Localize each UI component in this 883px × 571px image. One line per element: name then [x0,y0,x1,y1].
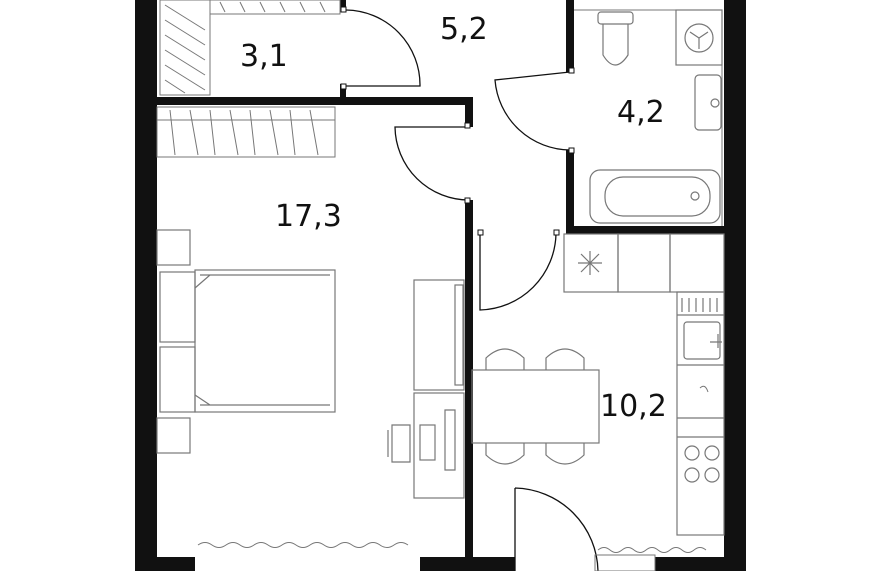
stove-icon [684,445,720,483]
bathroom-walls-inner [574,9,723,226]
washing-machine-icon [675,9,723,66]
bathroom-door[interactable] [494,71,571,151]
outer-walls [135,0,746,571]
bedroom-door[interactable] [394,126,470,201]
interior-walls [155,0,736,571]
dishwasher-icon [699,385,709,393]
dining-table-icon [471,348,600,465]
sink-icon [694,74,722,131]
closet-door[interactable] [345,9,421,87]
hob-icon [563,233,725,293]
wardrobe-icon [159,0,341,96]
room-area-bathroom: 4,2 [617,95,665,130]
bathtub-icon [589,169,721,224]
desk-chair-icon [387,392,465,499]
kitchen-sink-icon [683,321,722,360]
room-area-bedroom: 17,3 [275,199,342,234]
entrance-door[interactable] [514,487,599,571]
radiator-icon [197,542,707,571]
room-area-kitchen: 10,2 [600,389,667,424]
room-area-closet: 3,1 [240,39,288,74]
room-area-hall: 5,2 [440,12,488,47]
bed-icon [156,229,336,454]
kitchen-counter [676,291,725,536]
door-jambs [340,6,575,236]
bedroom-wardrobe-icon [156,106,336,158]
doors [345,9,599,571]
kitchen-door[interactable] [479,232,557,311]
tv-icon [413,279,465,391]
toilet-icon [597,11,634,66]
